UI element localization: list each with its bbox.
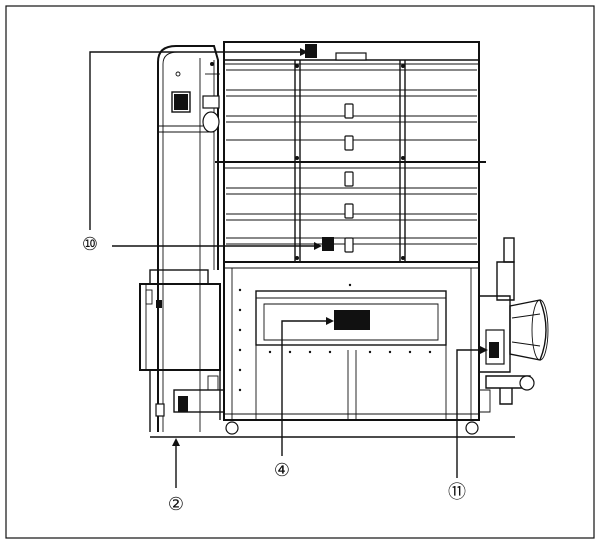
control-box xyxy=(139,269,225,432)
callout-2: ② xyxy=(168,494,184,515)
callout-leader-10-lower xyxy=(112,242,322,250)
label-plate-4 xyxy=(334,310,370,330)
callout-leader-4 xyxy=(281,317,334,456)
elevator-column xyxy=(157,45,220,432)
page-border xyxy=(5,5,595,539)
callout-4: ④ xyxy=(274,460,290,481)
lower-housing xyxy=(223,261,480,435)
label-plate-10-lower xyxy=(322,237,334,251)
callout-10: ⑩ xyxy=(82,234,98,255)
callout-leader-2 xyxy=(172,438,180,488)
burner-unit xyxy=(478,237,549,413)
label-plate-11 xyxy=(489,342,499,358)
callout-11: ⑪ xyxy=(448,482,466,503)
callout-leader-10-top xyxy=(89,48,308,230)
callout-leader-11 xyxy=(456,346,488,478)
label-plate-10-top xyxy=(305,44,317,58)
upper-bin xyxy=(215,41,486,263)
